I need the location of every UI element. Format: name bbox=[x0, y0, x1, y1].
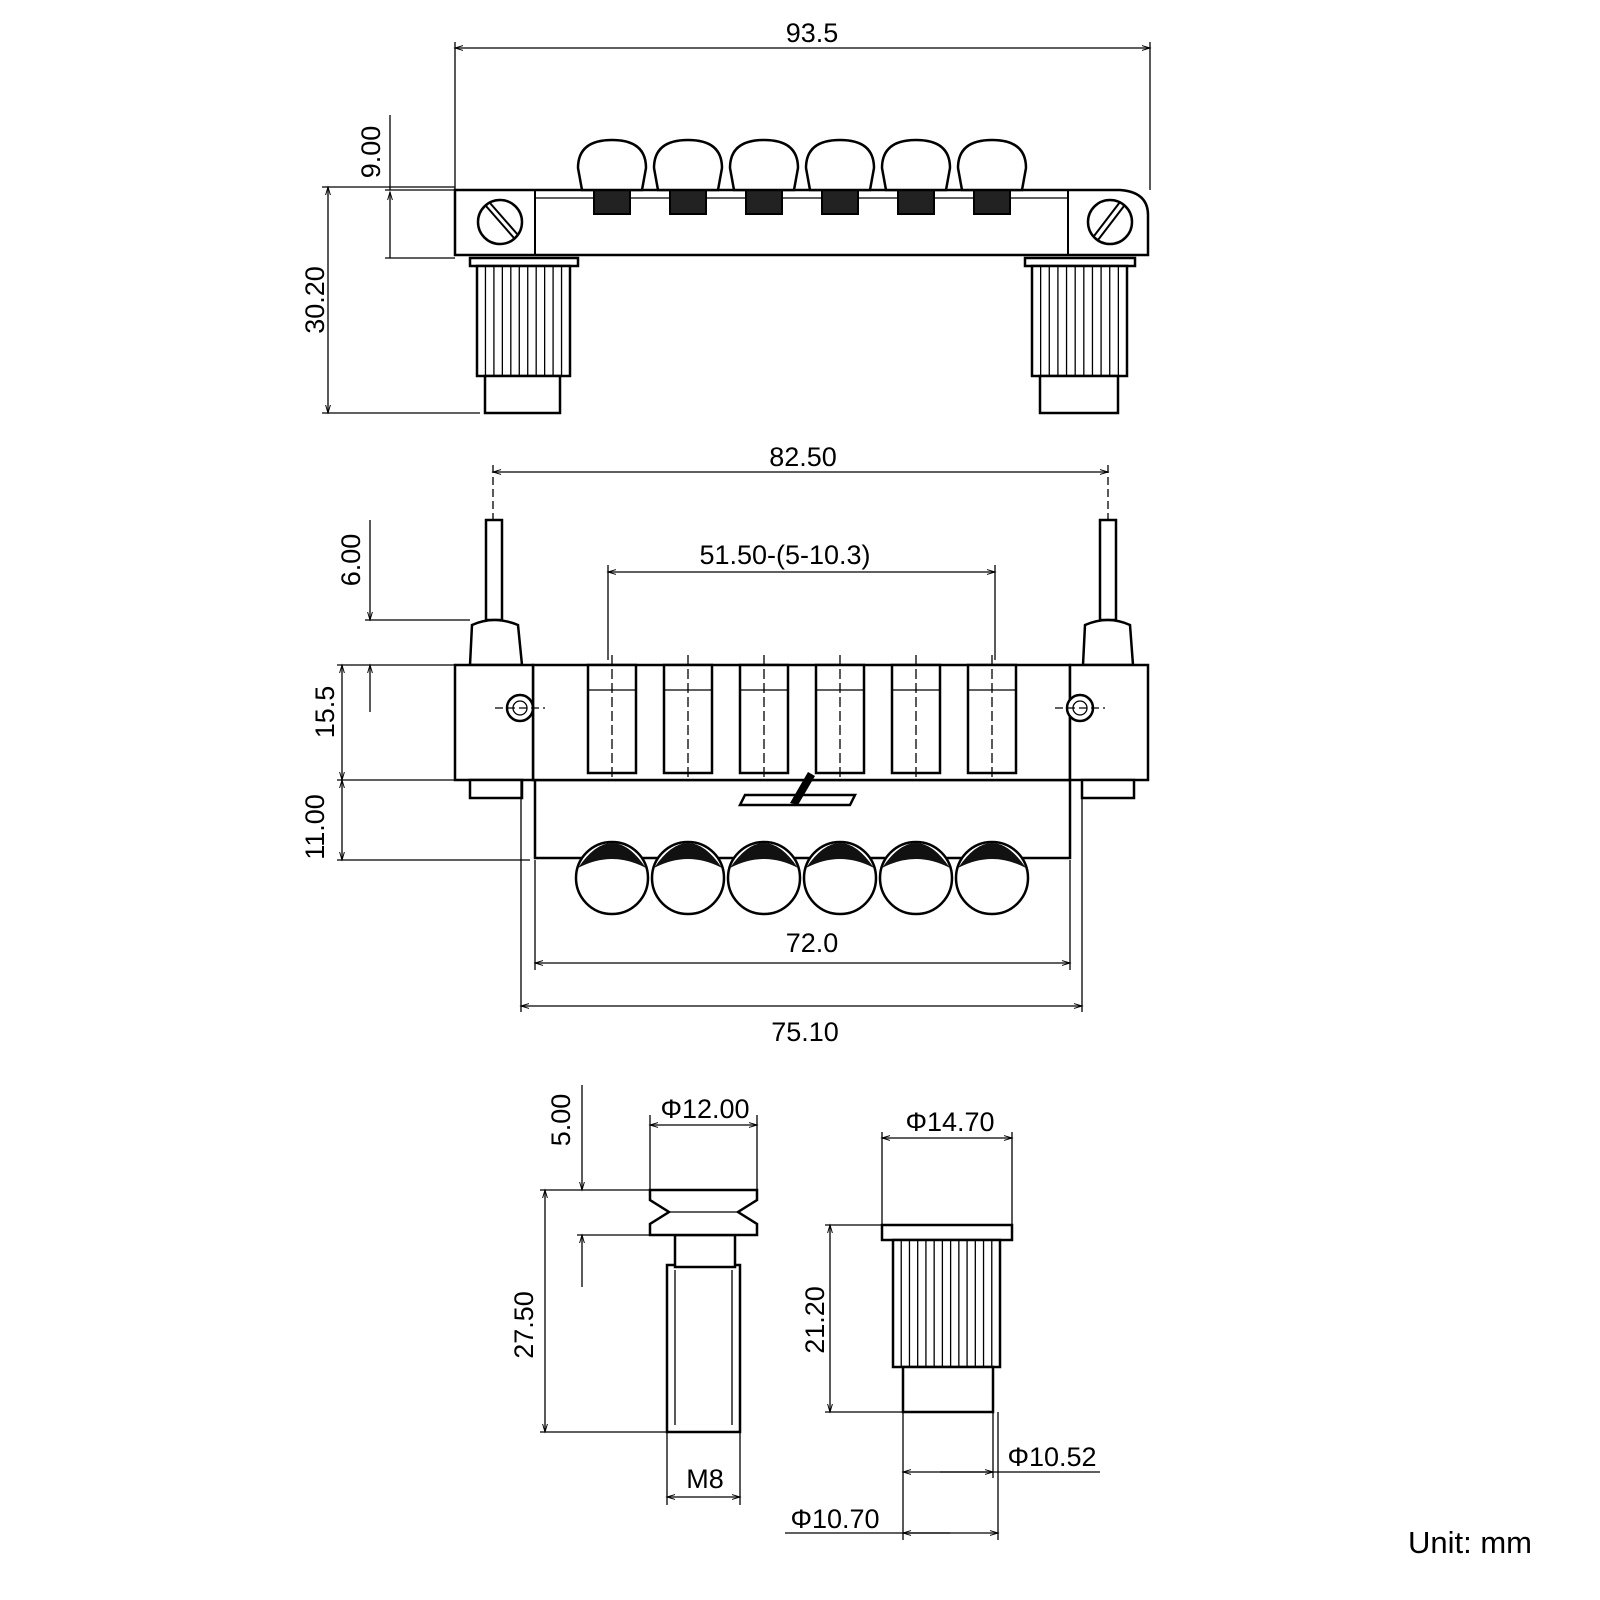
dim-width: 93.5 bbox=[786, 18, 839, 48]
left-post bbox=[468, 256, 580, 415]
thumb-knob-icon bbox=[726, 840, 802, 916]
dim-total-height: 30.20 bbox=[300, 266, 330, 334]
dim-stud-top: 6.00 bbox=[336, 534, 366, 587]
dim-head-height: 5.00 bbox=[546, 1094, 576, 1147]
thumb-knob-icon bbox=[802, 840, 878, 916]
saddle bbox=[966, 655, 1018, 780]
dim-saddle-range: 51.50-(5-10.3) bbox=[699, 540, 870, 570]
screw-icon bbox=[476, 198, 524, 246]
bridge-body-top bbox=[453, 188, 1150, 257]
saddle bbox=[586, 655, 638, 780]
thumb-knob-icon bbox=[576, 138, 648, 215]
dim-stud-spacing: 82.50 bbox=[769, 442, 837, 472]
dim-tail-height: 11.00 bbox=[300, 794, 330, 860]
saddle bbox=[814, 655, 866, 780]
dim-body-height: 15.5 bbox=[310, 686, 340, 739]
thumb-knob-icon bbox=[574, 840, 650, 916]
thumb-knob-icon bbox=[804, 138, 876, 215]
screw-icon bbox=[1086, 198, 1134, 246]
unit-label: Unit: mm bbox=[1408, 1525, 1532, 1560]
logo bbox=[737, 772, 858, 807]
screw-icon bbox=[495, 693, 545, 723]
dim-stud-length: 27.50 bbox=[509, 1291, 539, 1359]
saddles bbox=[586, 655, 1018, 780]
dim-inner-diameter: Φ10.52 bbox=[1007, 1442, 1096, 1472]
thumb-knob-icon bbox=[954, 840, 1030, 916]
post-detail: Φ14.70 21.20 Φ10.52 Φ10.70 bbox=[785, 1107, 1100, 1540]
right-post bbox=[1023, 256, 1137, 415]
saddle bbox=[890, 655, 942, 780]
saddle bbox=[738, 655, 790, 780]
front-knobs bbox=[574, 840, 1030, 916]
thumb-knob-icon bbox=[652, 138, 724, 215]
top-view: 93.5 9.00 30.20 bbox=[300, 18, 1152, 415]
dim-post-height: 21.20 bbox=[800, 1286, 830, 1354]
thumb-knob-icon bbox=[956, 138, 1028, 215]
front-view: 82.50 51.50-(5-10.3) 6.00 15.5 11.00 72.… bbox=[300, 442, 1150, 1047]
dim-outer-width: 75.10 bbox=[771, 1017, 839, 1047]
thumb-knob-icon bbox=[880, 138, 952, 215]
dim-flange-diameter: Φ14.70 bbox=[905, 1107, 994, 1137]
dim-outer-diameter: Φ10.70 bbox=[790, 1504, 879, 1534]
dim-thread: M8 bbox=[686, 1464, 724, 1494]
dim-inner-width: 72.0 bbox=[786, 928, 839, 958]
top-knobs bbox=[576, 138, 1028, 215]
thumb-knob-icon bbox=[650, 840, 726, 916]
thumb-knob-icon bbox=[728, 138, 800, 215]
stud-detail: Φ12.00 5.00 27.50 M8 bbox=[509, 1085, 759, 1505]
dim-head-diameter: Φ12.00 bbox=[660, 1094, 749, 1124]
dim-knob-height: 9.00 bbox=[356, 126, 386, 179]
thumb-knob-icon bbox=[878, 840, 954, 916]
saddle bbox=[662, 655, 714, 780]
screw-icon bbox=[1055, 693, 1105, 723]
